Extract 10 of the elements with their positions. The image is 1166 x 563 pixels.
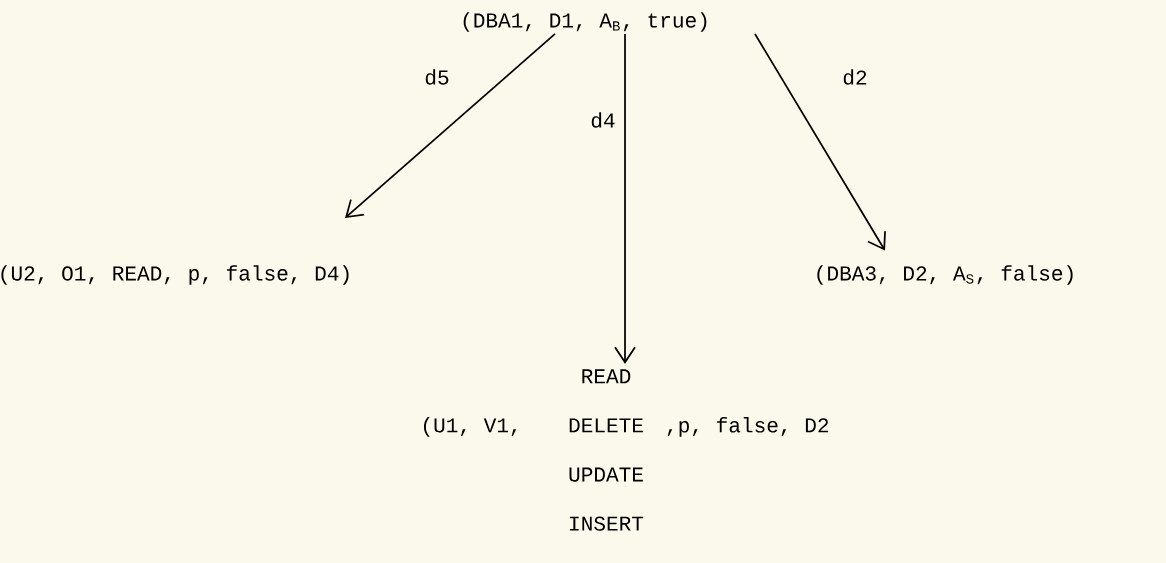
edge-label: d5 (425, 69, 449, 85)
edge-label: d2 (843, 69, 867, 85)
arrow (345, 33, 556, 219)
tuple-text: (DBA1, D1, A$_{B}$, true) (463, 12, 707, 32)
tuple-text: (DBA3, D2, A$_{S}$, false) (817, 265, 1073, 285)
edge-label: d4 (591, 112, 615, 128)
arrow (754, 33, 886, 251)
tuple-text: (U2, O1, READ, p, false, D4) (1, 265, 349, 285)
tuple-text: READ (U1, V1, DELETE ,p, false, D2 UPDATE INSERT (423, 369, 829, 531)
arrow (614, 33, 636, 364)
